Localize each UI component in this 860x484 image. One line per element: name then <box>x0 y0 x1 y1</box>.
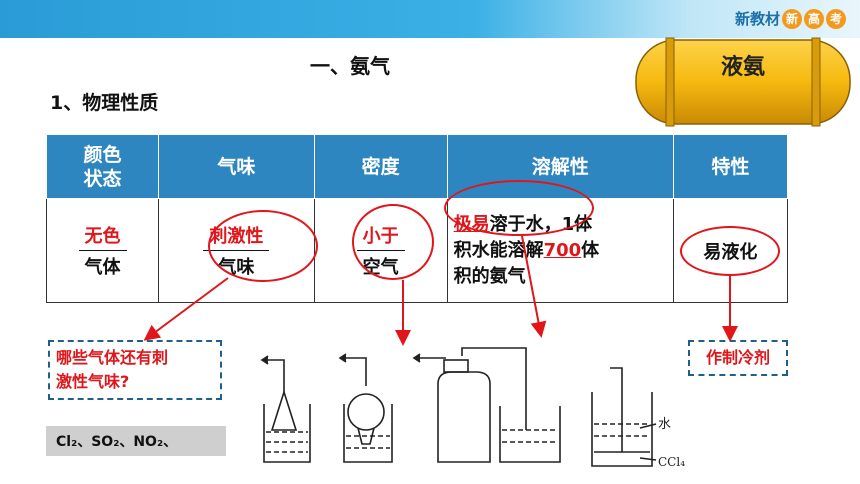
density-answer: 小于 <box>356 222 405 251</box>
color-frac: 无色 气体 <box>78 222 127 279</box>
header-color-state: 颜色 状态 <box>45 134 160 199</box>
odor-base: 气味 <box>218 257 255 278</box>
question-line-1: 哪些气体还有刺 <box>56 348 169 367</box>
solubility-ratio-answer: 700 <box>543 239 582 261</box>
label-ccl4: CCl₄ <box>658 455 685 469</box>
table-header-row: 颜色 状态 气味 密度 溶解性 特性 <box>45 134 789 199</box>
brand-logo: 新教材 新 高 考 <box>735 8 846 29</box>
section-heading: 1、物理性质 <box>50 92 159 114</box>
property-value: 易液化 <box>703 241 758 263</box>
apparatus-drawings <box>260 347 657 467</box>
cell-color-state: 无色 气体 <box>45 198 160 303</box>
density-base: 空气 <box>362 257 399 278</box>
solubility-text-4: 积的氨气 <box>453 265 526 287</box>
tank-label: 液氨 <box>721 54 765 80</box>
arrow-solubility <box>521 235 547 338</box>
gas-list-box: Cl₂、SO₂、NO₂、 <box>46 426 226 456</box>
cell-solubility: 极易溶于水，1体 积水能溶解700体 积的氨气 <box>446 198 674 303</box>
label-water: 水 <box>658 417 671 432</box>
solubility-text-2: 积水能溶解 <box>453 239 544 261</box>
odor-answer: 刺激性 <box>203 222 270 251</box>
color-base: 气体 <box>84 257 121 278</box>
properties-table: 颜色 状态 气味 密度 溶解性 特性 无色 气体 刺激性 气味 小于 空气 <box>45 134 789 303</box>
solubility-text-3: 体 <box>581 239 600 261</box>
color-answer: 无色 <box>78 222 127 251</box>
brand-circle-2: 高 <box>804 8 824 29</box>
header-state: 状态 <box>83 167 122 190</box>
density-frac: 小于 空气 <box>356 222 405 279</box>
top-banner: 新教材 新 高 考 <box>0 0 860 38</box>
brand-circle-3: 考 <box>826 8 846 29</box>
cell-odor: 刺激性 气味 <box>158 198 315 303</box>
question-callout: 哪些气体还有刺 激性气味? <box>48 340 222 400</box>
brand-text: 新教材 <box>734 10 780 28</box>
header-density: 密度 <box>313 134 448 199</box>
header-color: 颜色 <box>83 143 122 166</box>
solubility-answer: 极易 <box>453 213 490 235</box>
odor-frac: 刺激性 气味 <box>203 222 270 279</box>
page-title: 一、氨气 <box>310 54 390 78</box>
header-odor: 气味 <box>158 134 315 199</box>
cell-density: 小于 空气 <box>313 198 448 303</box>
question-line-2: 激性气味? <box>56 372 130 391</box>
brand-circle-1: 新 <box>782 8 802 29</box>
arrow-odor <box>143 277 229 341</box>
header-solubility: 溶解性 <box>446 134 674 199</box>
table-row: 无色 气体 刺激性 气味 小于 空气 极易溶于水，1体 积水能溶解700体 积的… <box>45 198 789 303</box>
solubility-text-1: 溶于水，1体 <box>489 213 593 235</box>
ammonia-tank-image: 液氨 <box>635 37 851 127</box>
refrigerant-callout: 作制冷剂 <box>688 340 788 376</box>
